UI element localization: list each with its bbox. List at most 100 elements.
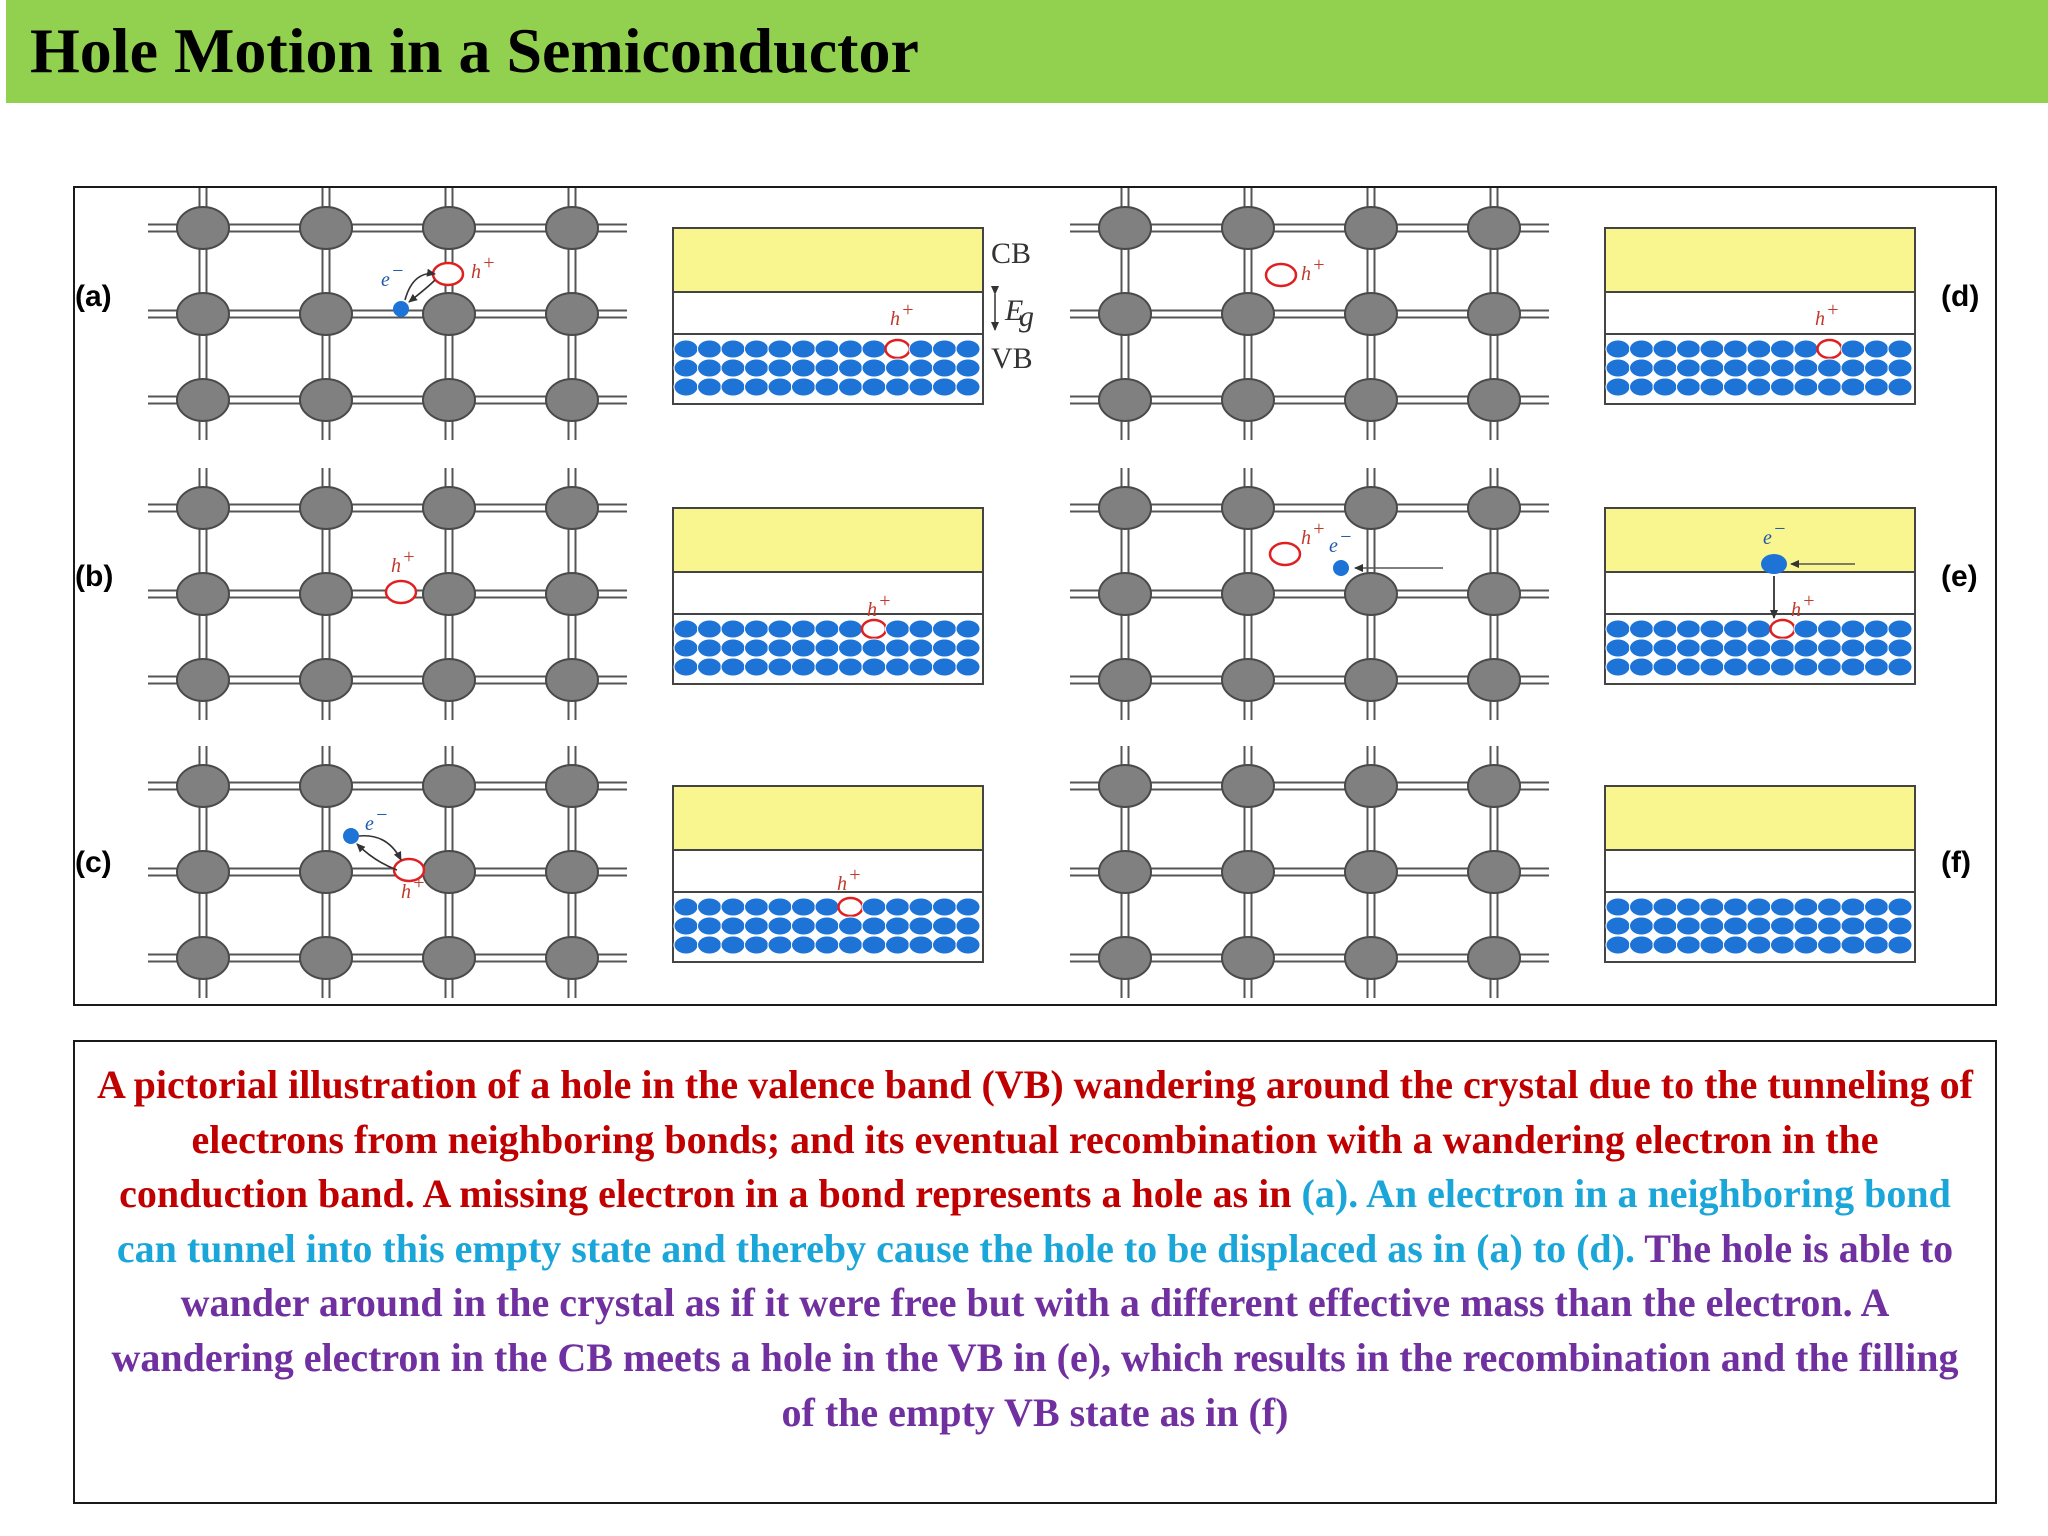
- vb-electron: [1793, 377, 1819, 397]
- vb-electron: [767, 358, 793, 378]
- vb-electron: [932, 935, 957, 955]
- vb-electron: [1676, 935, 1701, 955]
- bands-c: [672, 785, 984, 963]
- lattice-atom: [299, 378, 353, 422]
- vb-electron: [908, 339, 934, 359]
- electron-label: e: [1763, 527, 1772, 549]
- lattice-c: [148, 746, 627, 998]
- vb-electron: [1629, 358, 1654, 378]
- hole-label: h: [471, 261, 481, 283]
- electron-e: [1333, 560, 1349, 576]
- vb-electron: [1605, 358, 1631, 378]
- vb-electron: [1840, 339, 1866, 359]
- panel-label: (e): [1941, 560, 1978, 593]
- hole-charge-sign: +: [1826, 299, 1840, 321]
- vb-electron: [1864, 897, 1889, 917]
- vb-electron: [767, 916, 793, 936]
- vb-electron: [744, 339, 769, 359]
- vb-electron: [885, 638, 910, 658]
- vb-hole: [837, 896, 864, 918]
- lattice-atom: [1221, 378, 1275, 422]
- lattice-atom: [545, 206, 599, 250]
- vb-electron: [1629, 897, 1654, 917]
- vb-electron: [1652, 935, 1678, 955]
- vb-electron: [1652, 377, 1678, 397]
- vb-electron: [1840, 358, 1866, 378]
- lattice-atom: [176, 936, 230, 980]
- vb-electron: [767, 339, 793, 359]
- vb-electron: [1605, 657, 1631, 677]
- conduction-band: [672, 785, 984, 851]
- vb-electron: [767, 935, 793, 955]
- vb-electron: [955, 358, 981, 378]
- vb-electron: [1605, 339, 1631, 359]
- vb-electron: [885, 897, 910, 917]
- hole-e: [1268, 541, 1302, 567]
- lattice-atom: [1467, 658, 1521, 702]
- vb-electron: [1840, 657, 1866, 677]
- vb-electron: [955, 339, 981, 359]
- lattice-atom: [1344, 486, 1398, 530]
- lattice-atom: [1344, 572, 1398, 616]
- vb-electron: [814, 638, 840, 658]
- vb-electron: [861, 638, 887, 658]
- vb-electron: [885, 358, 910, 378]
- vb-electron: [1605, 377, 1631, 397]
- lattice-atom: [1221, 936, 1275, 980]
- vb-electron: [932, 619, 957, 639]
- vb-electron: [791, 897, 816, 917]
- vb-electron: [1864, 916, 1889, 936]
- lattice-atom: [1344, 292, 1398, 336]
- lattice-atom: [1344, 206, 1398, 250]
- lattice-atom: [299, 850, 353, 894]
- conduction-band: [672, 227, 984, 293]
- vb-electron: [908, 638, 934, 658]
- vb-electron: [908, 897, 934, 917]
- vb-electron: [838, 935, 863, 955]
- lattice-atom: [1467, 936, 1521, 980]
- vb-electron: [1629, 377, 1654, 397]
- lattice-atom: [1467, 206, 1521, 250]
- hole-charge-sign: +: [848, 864, 862, 886]
- lattice-atom: [1344, 850, 1398, 894]
- lattice-atom: [176, 850, 230, 894]
- lattice-atom: [176, 486, 230, 530]
- vb-electron: [861, 916, 887, 936]
- lattice-atom: [1098, 292, 1152, 336]
- lattice-atom: [1344, 658, 1398, 702]
- vb-electron: [1840, 638, 1866, 658]
- vb-electron: [1676, 619, 1701, 639]
- conduction-band: [1604, 227, 1916, 293]
- hole-charge-sign: +: [878, 590, 892, 612]
- panel-label: (f): [1941, 846, 1971, 879]
- vb-electron: [1770, 638, 1795, 658]
- vb-electron: [1864, 638, 1889, 658]
- vb-label: VB: [991, 342, 1033, 375]
- caption-box: A pictorial illustration of a hole in th…: [73, 1040, 1997, 1504]
- vb-electron: [955, 916, 981, 936]
- vb-electron: [1793, 619, 1819, 639]
- lattice-atom: [545, 936, 599, 980]
- lattice-atom: [545, 486, 599, 530]
- electron-charge-sign: −: [1339, 526, 1353, 548]
- vb-electron: [1676, 638, 1701, 658]
- vb-electron: [1746, 935, 1772, 955]
- lattice-atom: [422, 206, 476, 250]
- vb-electron: [838, 377, 863, 397]
- vb-electron: [1723, 657, 1748, 677]
- lattice-atom: [422, 572, 476, 616]
- lattice-atom: [299, 206, 353, 250]
- vb-electron: [1723, 339, 1748, 359]
- tunnel-arrow: [404, 268, 436, 301]
- vb-electron: [1723, 935, 1748, 955]
- vb-electron: [744, 619, 769, 639]
- tunnel-arrow: [408, 279, 436, 303]
- vb-electron: [1793, 897, 1819, 917]
- vb-electron: [1840, 916, 1866, 936]
- vb-electron: [673, 638, 699, 658]
- vb-electron: [767, 897, 793, 917]
- vb-electron: [885, 619, 910, 639]
- vb-electron: [838, 638, 863, 658]
- cb-electron: [1761, 554, 1787, 574]
- vb-electron: [1840, 897, 1866, 917]
